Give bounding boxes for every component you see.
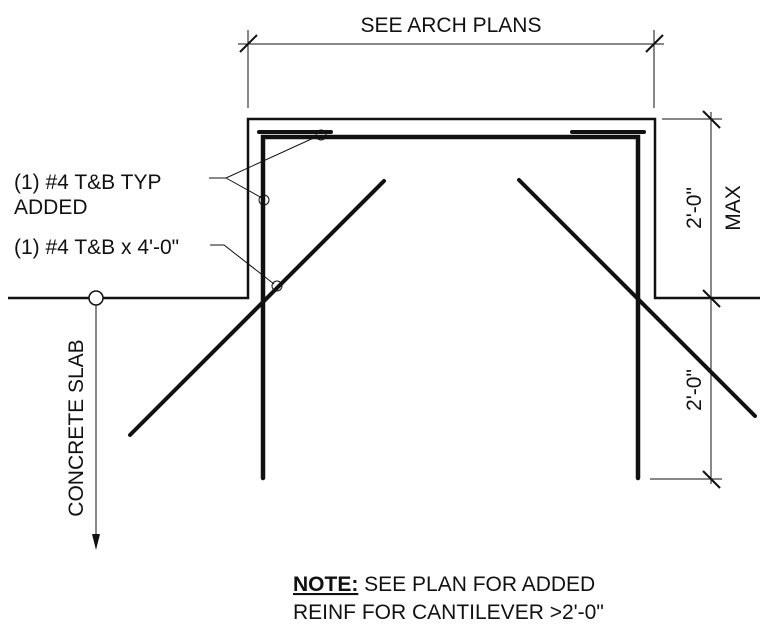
- leader-2-line: [210, 244, 275, 285]
- right-dimension: [650, 110, 722, 489]
- slab-arrow-origin: [88, 290, 104, 306]
- leaders: [209, 129, 327, 292]
- dimension-right-upper-text: 2'-0": [683, 187, 706, 229]
- note-line1-text: SEE PLAN FOR ADDED: [358, 573, 595, 596]
- slab-arrow-head: [92, 534, 100, 550]
- top-dimension: [238, 30, 664, 108]
- leader-label-2: (1) #4 T&B x 4'-0": [14, 236, 179, 259]
- right-tick-bottom: [702, 470, 721, 489]
- top-tick-right: [645, 34, 664, 53]
- top-tick-left: [239, 34, 258, 53]
- dimension-top-text: SEE ARCH PLANS: [361, 14, 542, 37]
- dimension-right-lower-text: 2'-0": [683, 369, 706, 411]
- leader-1-target-side: [258, 194, 270, 206]
- right-tick-top: [702, 110, 721, 129]
- rebar-diagonal-left: [128, 179, 386, 437]
- leader-label-1-line1: (1) #4 T&B TYP: [14, 171, 161, 194]
- dimension-right-upper-note: MAX: [722, 185, 745, 231]
- leader-1-to-top-bar: [225, 135, 319, 179]
- concrete-outline: [8, 117, 760, 300]
- note-line-1: NOTE: SEE PLAN FOR ADDED: [293, 573, 595, 596]
- right-tick-middle: [702, 289, 721, 308]
- slab-label: CONCRETE SLAB: [65, 339, 88, 516]
- rebar-diagonal-right: [517, 178, 757, 418]
- leader-1-to-stirrup: [225, 177, 263, 199]
- note-line-2: REINF FOR CANTILEVER >2'-0": [293, 601, 604, 624]
- leader-label-1-line2: ADDED: [14, 196, 88, 219]
- leader-2-target: [271, 280, 283, 292]
- rebar: [128, 130, 757, 481]
- leader-1-target-top: [315, 129, 327, 141]
- slab-arrow: [88, 290, 104, 550]
- rebar-stirrup: [260, 134, 641, 481]
- note-prefix: NOTE:: [293, 573, 358, 596]
